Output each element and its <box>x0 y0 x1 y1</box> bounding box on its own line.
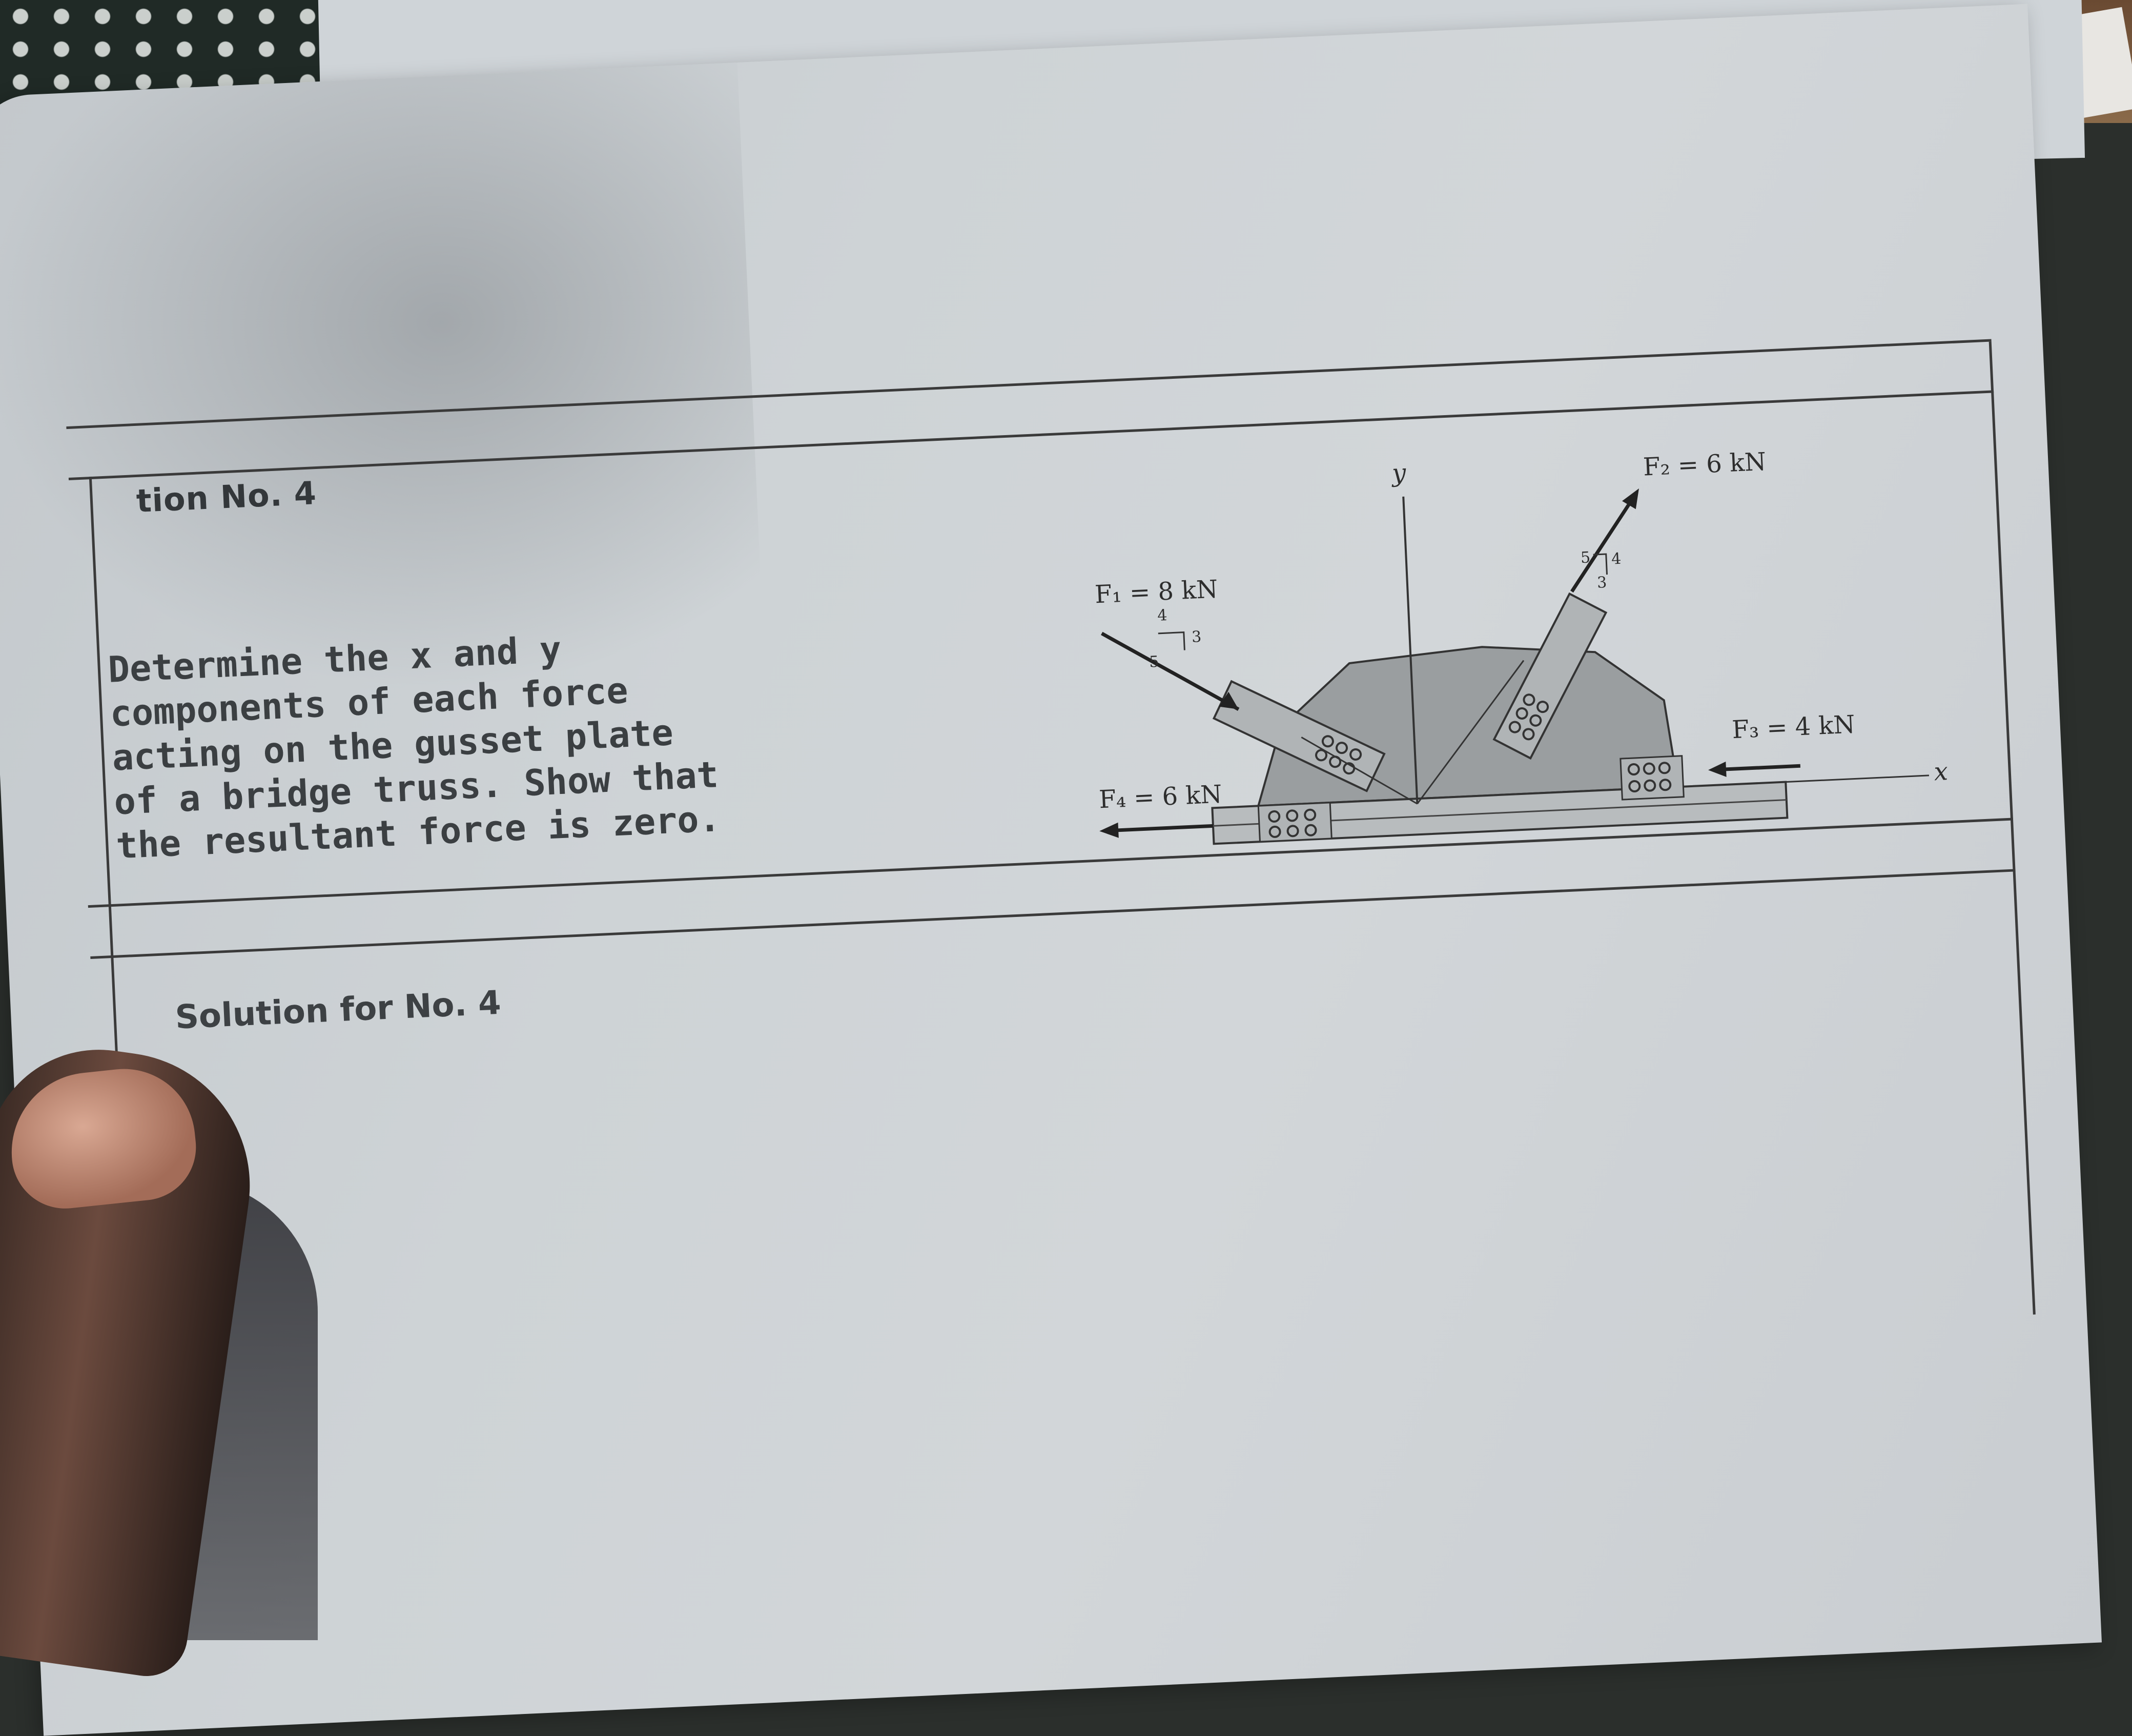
x-axis-label: x <box>1933 757 1949 786</box>
f2-slope-5: 5 <box>1580 548 1591 567</box>
f1-slope-5: 5 <box>1149 653 1160 671</box>
f2-arrowhead <box>1622 488 1639 509</box>
f1-arrowhead <box>1219 691 1239 709</box>
f1-slope-3: 3 <box>1191 628 1202 646</box>
f3-arrow <box>1718 764 1801 772</box>
f1-label: F₁ = 8 kN <box>1094 575 1218 609</box>
table-solution-rule <box>90 869 2016 959</box>
f2-slope-4: 4 <box>1611 550 1622 568</box>
worksheet-page: tion No. 4 Determine the x and y compone… <box>0 4 2102 1736</box>
f1-arrow <box>1101 631 1240 711</box>
solution-heading: Solution for No. 4 <box>174 984 502 1037</box>
y-axis <box>1402 496 1419 804</box>
x-axis <box>1678 774 1930 788</box>
f1-slope-4: 4 <box>1157 606 1167 625</box>
problem-table: tion No. 4 Determine the x and y compone… <box>66 339 2036 1402</box>
right-bolt-group <box>1619 755 1685 801</box>
f2-slope-3: 3 <box>1596 574 1607 592</box>
question-title: tion No. 4 <box>135 474 318 520</box>
left-bolt-group <box>1257 802 1332 843</box>
y-axis-label: y <box>1390 459 1407 488</box>
f3-label: F₃ = 4 kN <box>1731 710 1855 744</box>
f4-arrowhead <box>1099 822 1119 838</box>
f4-arrow <box>1111 824 1214 832</box>
problem-statement: Determine the x and y components of each… <box>107 619 757 868</box>
gusset-plate-figure: y x <box>1073 421 1963 895</box>
f3-arrowhead <box>1708 761 1727 777</box>
f2-label: F₂ = 6 kN <box>1643 447 1767 482</box>
table-right-border <box>1988 341 2036 1315</box>
f4-label: F₄ = 6 kN <box>1098 780 1222 814</box>
member-f2 <box>1492 592 1608 760</box>
f2-arrow <box>1570 495 1636 593</box>
